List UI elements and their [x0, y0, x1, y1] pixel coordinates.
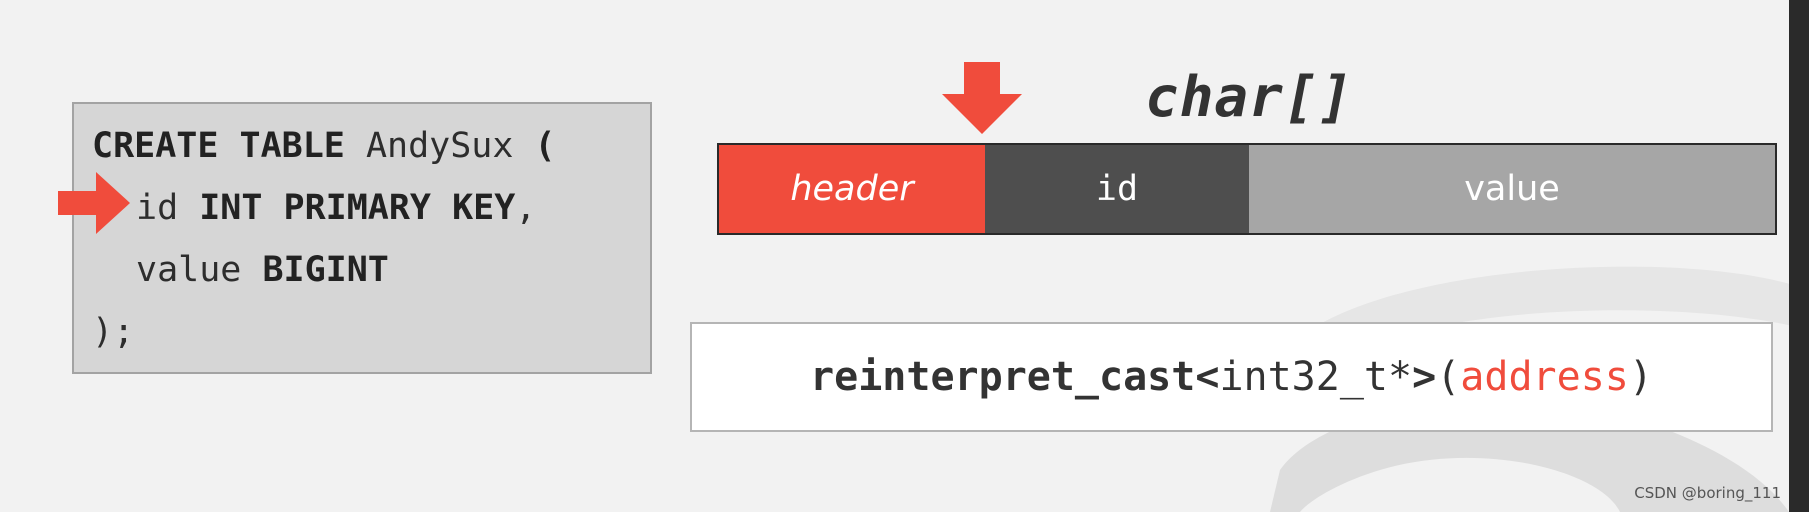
column-value: value [136, 250, 263, 290]
column-id: id [136, 188, 200, 228]
window-edge [1789, 0, 1809, 512]
comma: , [515, 188, 537, 228]
sql-line-2: id INT PRIMARY KEY, [136, 188, 536, 228]
id-segment: id [985, 145, 1249, 233]
sql-line-1: CREATE TABLE AndySux ( [92, 126, 556, 166]
cast-function: reinterpret_cast [810, 354, 1196, 400]
sql-line-3: value BIGINT [136, 250, 389, 290]
sql-keyword: CREATE TABLE [92, 126, 345, 166]
sql-line-4: ); [92, 312, 135, 352]
cast-type: int32_t* [1219, 354, 1413, 400]
pointer-arrow-icon [58, 172, 130, 234]
header-segment: header [719, 145, 985, 233]
down-arrow-icon [942, 62, 1022, 134]
sql-code-box: CREATE TABLE AndySux ( id INT PRIMARY KE… [72, 102, 652, 374]
tuple-title: char[] [1145, 65, 1354, 130]
tuple-layout: header id value [717, 143, 1777, 235]
sql-keyword: INT PRIMARY KEY [199, 188, 516, 228]
table-name: AndySux [344, 126, 535, 166]
open-paren: ( [534, 126, 556, 166]
cast-close-paren: ) [1628, 354, 1653, 400]
cast-gt: > [1412, 354, 1437, 400]
cast-argument: address [1460, 354, 1629, 400]
cast-open-paren: ( [1436, 354, 1461, 400]
value-segment: value [1249, 145, 1775, 233]
cast-expression-box: reinterpret_cast<int32_t*>(address) [690, 322, 1773, 432]
watermark-credit: CSDN @boring_111 [1634, 484, 1781, 502]
cast-lt: < [1195, 354, 1220, 400]
sql-keyword: BIGINT [262, 250, 389, 290]
